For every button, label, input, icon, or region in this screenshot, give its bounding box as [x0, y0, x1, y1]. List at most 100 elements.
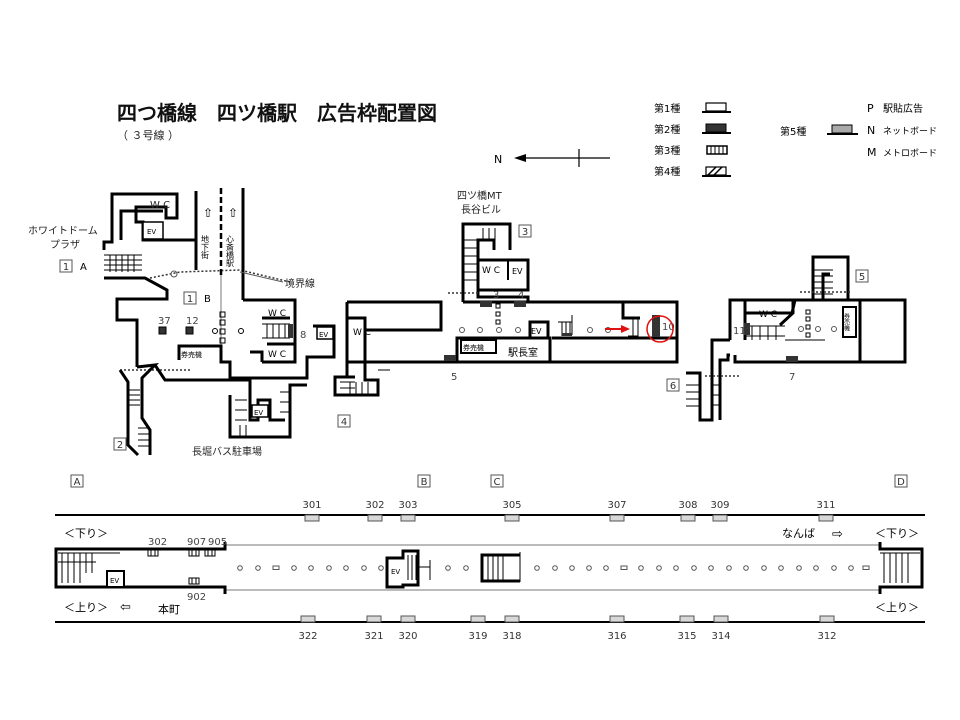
- exit-1b-letter: B: [204, 294, 211, 305]
- down-direction-label: ＜下り＞: [875, 527, 919, 540]
- station-marker: B: [417, 474, 431, 488]
- page-title: 四つ橋線 四ツ橋駅 広告枠配置図: [117, 101, 437, 125]
- wc-label: W C: [150, 200, 170, 211]
- ad-frame: [304, 514, 320, 522]
- wc-label: W C: [759, 310, 777, 320]
- ad-frame: [400, 514, 416, 522]
- ad-frame: [158, 326, 167, 335]
- exit-4-number: 4: [341, 417, 347, 428]
- ad-frame: [712, 514, 728, 522]
- up-direction-label: ＜上り＞: [64, 601, 108, 614]
- ad-frame: [609, 615, 625, 623]
- ad-frame: [514, 301, 526, 307]
- ad-number: 308: [678, 500, 697, 511]
- ad-number: 322: [298, 631, 317, 642]
- station-marker: A: [70, 474, 84, 488]
- ev-label: EV: [147, 228, 156, 236]
- pillar: [848, 565, 854, 571]
- arrow-left-icon: ⇦: [120, 600, 131, 615]
- ad-frame: [609, 514, 625, 522]
- pillar: [291, 565, 297, 571]
- ad-frame: [470, 615, 486, 623]
- station-letter: D: [897, 477, 905, 488]
- legend-code-m: M: [867, 146, 877, 159]
- pillar: [638, 565, 644, 571]
- ad-number: 10: [662, 322, 675, 333]
- pillar: [569, 565, 575, 571]
- pillar-sign: [620, 565, 628, 570]
- pillar: [308, 565, 314, 571]
- pillar: [603, 565, 609, 571]
- shinsaibashi-label: 心斎橋駅: [226, 235, 235, 268]
- pillar: [255, 565, 261, 571]
- pillar: [778, 565, 784, 571]
- plaza-label: プラザ: [50, 239, 80, 251]
- wc-label: W C: [482, 266, 500, 276]
- bus-parking-label: 長堀バス駐車場: [192, 445, 262, 458]
- arrow-up-icon: ⇧: [228, 206, 238, 220]
- exit-5-number: 5: [859, 272, 865, 283]
- arrow-right-icon: ⇨: [832, 527, 843, 542]
- ad-number: 7: [789, 372, 795, 383]
- ev-label: EV: [319, 331, 328, 339]
- station-letter: C: [494, 477, 501, 488]
- ad-frame: [367, 514, 383, 522]
- ad-number: 309: [710, 500, 729, 511]
- pillar: [708, 565, 714, 571]
- ad-number: 303: [398, 500, 417, 511]
- ad-number: 314: [711, 631, 730, 642]
- ad-number: 3: [493, 290, 499, 301]
- station-letter: A: [74, 477, 81, 488]
- legend-code-m-label: メトロボード: [883, 148, 937, 159]
- north-arrow-icon: N: [494, 149, 610, 167]
- up-direction-label: ＜上り＞: [875, 601, 919, 614]
- legend-type4: 第4種: [654, 165, 680, 178]
- ad-frame: [713, 615, 729, 623]
- station-marker: C: [490, 474, 504, 488]
- ev-label: EV: [110, 577, 119, 585]
- ev-label: EV: [512, 267, 523, 276]
- north-label: N: [494, 153, 502, 166]
- ad-frame: [185, 326, 194, 335]
- platform: EV EV 302 907 905 902 ＜下り＞ ＜上り＞ ⇦ 本町 なんば…: [54, 474, 925, 642]
- ad-number: 305: [502, 500, 521, 511]
- exit-2-number: 2: [117, 440, 123, 451]
- ad-number: 311: [816, 500, 835, 511]
- ad-number: 319: [468, 631, 487, 642]
- pillar: [463, 565, 469, 571]
- ticket-machine-label: 券売機: [843, 312, 850, 332]
- exit-1a-number: 1: [63, 262, 69, 273]
- ad-number: 11: [733, 326, 746, 337]
- pillar: [673, 565, 679, 571]
- legend-code-p-label: 駅貼広告: [883, 102, 923, 115]
- stairs-1a: [104, 254, 142, 272]
- pillar: [691, 565, 697, 571]
- pillar: [326, 565, 332, 571]
- pillar: [586, 565, 592, 571]
- pillar: [361, 565, 367, 571]
- ad-number: 312: [817, 631, 836, 642]
- wc-label: W C: [268, 309, 286, 319]
- highlight-arrow-icon: [621, 325, 630, 333]
- ad-frame: [679, 615, 695, 623]
- legend-type5: 第5種: [780, 125, 806, 138]
- ad-number: 4: [518, 290, 524, 301]
- building-label: 四ツ橋MT: [457, 189, 503, 202]
- ad-number: 315: [677, 631, 696, 642]
- ev-label: EV: [391, 568, 400, 576]
- exit-6-number: 6: [670, 381, 676, 392]
- black-frame-icon: [702, 123, 731, 134]
- ad-frame: [366, 615, 382, 623]
- ad-frame: [504, 514, 520, 522]
- ad-number: 302: [365, 500, 384, 511]
- ad-frame: [818, 514, 834, 522]
- exit-3-number: 3: [522, 227, 528, 238]
- legend-code-n: N: [867, 124, 875, 137]
- ad-number: 320: [398, 631, 417, 642]
- pillar: [761, 565, 767, 571]
- down-destination-label: なんば: [782, 527, 815, 540]
- ad-frame: [744, 323, 750, 335]
- pillar: [743, 565, 749, 571]
- pillar: [831, 565, 837, 571]
